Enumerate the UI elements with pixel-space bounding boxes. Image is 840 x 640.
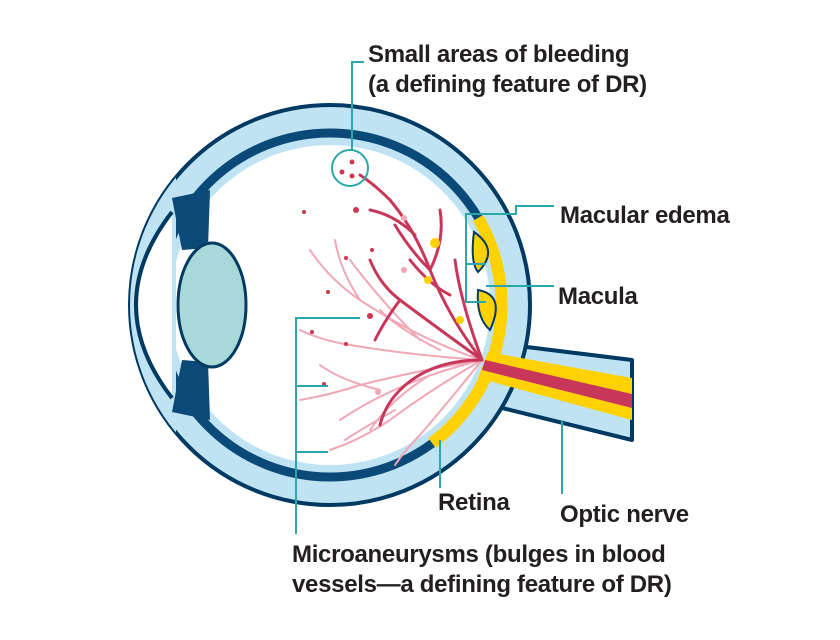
hemorrhage-dots xyxy=(302,159,374,386)
blood-vessels xyxy=(299,173,484,466)
label-microaneurysms-line1: Microaneurysms (bulges in blood xyxy=(292,541,666,568)
label-optic-nerve: Optic nerve xyxy=(560,501,689,528)
iris-upper xyxy=(172,190,210,250)
label-retina: Retina xyxy=(438,489,510,516)
label-bleeding-line1: Small areas of bleeding xyxy=(368,41,630,68)
microaneurysm-bulbs xyxy=(375,215,407,395)
label-bleeding-line2: (a defining feature of DR) xyxy=(368,71,647,98)
leader-lines xyxy=(295,61,563,534)
exudates xyxy=(424,238,464,324)
iris-lower xyxy=(172,360,210,420)
cornea xyxy=(134,210,174,400)
label-microaneurysms-line2: vessels—a defining feature of DR) xyxy=(292,571,672,598)
macula-bulge xyxy=(476,288,497,332)
optic-nerve-core xyxy=(482,360,632,408)
lens xyxy=(176,241,248,369)
bleeding-callout-circle xyxy=(331,149,369,187)
macular-edema-bulge xyxy=(471,230,489,274)
label-macula: Macula xyxy=(558,283,638,310)
label-macular-edema: Macular edema xyxy=(560,202,730,229)
vitreous-body xyxy=(170,145,490,465)
retina-layer xyxy=(428,214,508,448)
